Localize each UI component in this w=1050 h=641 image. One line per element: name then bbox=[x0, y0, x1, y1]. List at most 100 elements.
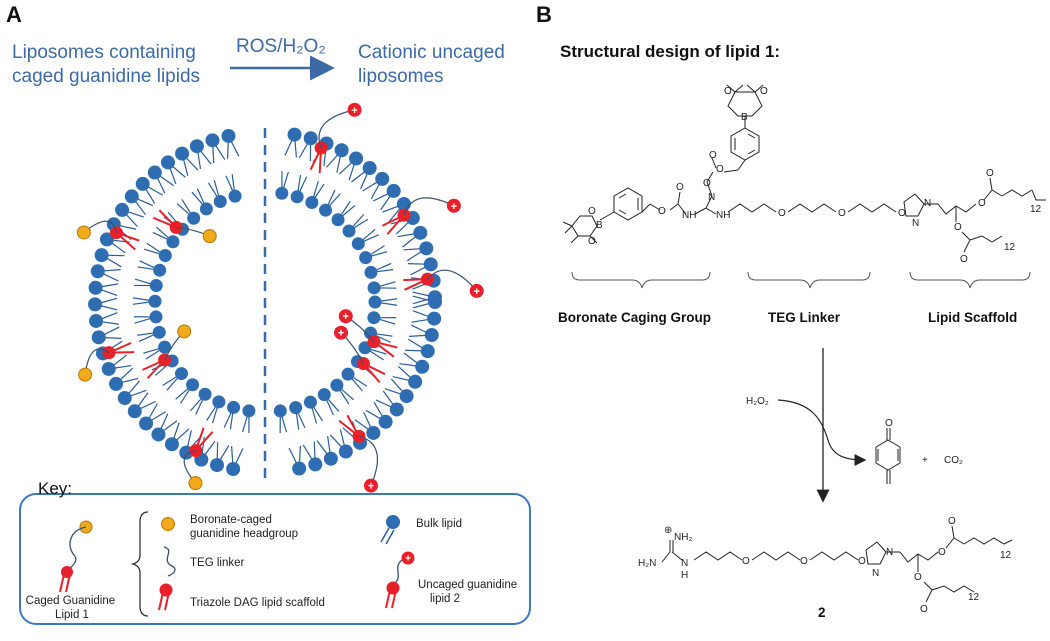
bulk-lipid-outer bbox=[151, 427, 165, 441]
bulk-lipid-outer bbox=[136, 177, 150, 191]
svg-text:B: B bbox=[596, 220, 603, 231]
bulk-lipid-inner bbox=[214, 195, 227, 208]
bulk-lipid-inner bbox=[330, 379, 343, 392]
bulk-lipid-outer bbox=[175, 147, 189, 161]
product-label-2: 2 bbox=[818, 605, 826, 620]
positive-charge: + bbox=[351, 105, 357, 117]
svg-text:O: O bbox=[986, 168, 994, 179]
bulk-lipid-outer bbox=[148, 166, 162, 180]
svg-text:O: O bbox=[760, 86, 768, 97]
bulk-lipid-outer bbox=[425, 328, 439, 342]
bulk-lipid-inner bbox=[212, 395, 225, 408]
label-teg-linker: TEG Linker bbox=[768, 310, 841, 325]
positive-charge: + bbox=[473, 286, 479, 298]
svg-text:N: N bbox=[924, 198, 931, 209]
bulk-lipid-inner bbox=[229, 190, 242, 203]
bulk-lipid-outer bbox=[118, 391, 132, 405]
bulk-lipid-inner bbox=[153, 326, 166, 339]
bulk-lipid-inner bbox=[200, 202, 213, 215]
bulk-lipid-inner bbox=[332, 213, 345, 226]
bulk-lipid-outer bbox=[379, 415, 393, 429]
bulk-lipid-inner bbox=[150, 310, 163, 323]
bulk-lipid-inner bbox=[368, 281, 381, 294]
bulk-lipid-inner bbox=[159, 249, 172, 262]
bulk-lipid-outer bbox=[139, 416, 153, 430]
key-linker-label: TEG linker bbox=[190, 557, 244, 569]
svg-text:O: O bbox=[709, 150, 717, 161]
bulk-lipid-inner bbox=[199, 388, 212, 401]
left-heading: Liposomes containing caged guanidine lip… bbox=[12, 42, 201, 87]
svg-text:O: O bbox=[703, 178, 711, 189]
svg-text:N: N bbox=[872, 568, 879, 579]
arrow-label: ROS/H₂O₂ bbox=[236, 36, 326, 57]
bulk-lipid-inner bbox=[319, 204, 332, 217]
bulk-lipid-outer bbox=[89, 314, 103, 328]
bulk-lipid-inner bbox=[150, 279, 163, 292]
bulk-lipid-outer bbox=[210, 458, 224, 472]
bulk-lipid-inner bbox=[289, 401, 302, 414]
bulk-lipid-inner bbox=[274, 404, 287, 417]
bulk-lipid-outer bbox=[95, 248, 109, 262]
bulk-lipid-outer bbox=[292, 462, 306, 476]
svg-text:O: O bbox=[948, 516, 956, 527]
bulk-lipid-outer bbox=[91, 264, 105, 278]
bulk-lipid-outer bbox=[304, 131, 318, 145]
bulk-lipid-outer bbox=[92, 330, 106, 344]
bulk-lipid-inner bbox=[304, 396, 317, 409]
bulk-lipid-inner bbox=[166, 235, 179, 248]
bulk-lipid-outer bbox=[125, 189, 139, 203]
bulk-lipid-outer bbox=[88, 297, 102, 311]
svg-text:N: N bbox=[681, 558, 688, 569]
svg-text:O: O bbox=[588, 236, 596, 247]
svg-text:O: O bbox=[938, 547, 946, 558]
bulk-lipid-outer bbox=[400, 389, 414, 403]
svg-text:O: O bbox=[954, 222, 962, 233]
svg-text:O: O bbox=[858, 556, 866, 567]
bulk-lipid-outer bbox=[89, 281, 103, 295]
bulk-lipid-inner bbox=[364, 266, 377, 279]
svg-text:O: O bbox=[676, 182, 684, 193]
svg-text:O: O bbox=[978, 198, 986, 209]
bulk-lipid-outer bbox=[109, 377, 123, 391]
bulk-lipid-inner bbox=[149, 295, 162, 308]
bulk-lipid-outer bbox=[428, 290, 442, 304]
caged-headgroup bbox=[77, 226, 90, 239]
svg-text:O: O bbox=[658, 206, 666, 217]
brace-teg bbox=[748, 272, 870, 288]
bulk-lipid-inner bbox=[291, 190, 304, 203]
svg-text:N: N bbox=[708, 192, 715, 203]
bulk-lipid-outer bbox=[226, 462, 240, 476]
svg-text:B: B bbox=[741, 112, 748, 123]
key-headgroup-icon bbox=[162, 518, 175, 531]
quinone-oxygen: O bbox=[885, 418, 893, 429]
bulk-lipid-outer bbox=[102, 362, 116, 376]
bulk-lipid-outer bbox=[413, 226, 427, 240]
positive-charge: + bbox=[338, 328, 344, 340]
liposome: ++++++ bbox=[77, 103, 483, 493]
bulk-lipid-inner bbox=[175, 367, 188, 380]
svg-text:O: O bbox=[742, 556, 750, 567]
svg-text:12: 12 bbox=[968, 592, 980, 603]
svg-text:O: O bbox=[588, 206, 596, 217]
bulk-lipid-outer bbox=[366, 426, 380, 440]
bulk-lipid-inner bbox=[275, 187, 288, 200]
bulk-lipid-outer bbox=[288, 128, 302, 142]
svg-text:H₂N: H₂N bbox=[638, 558, 656, 569]
positive-charge: + bbox=[368, 481, 374, 493]
caged-headgroup bbox=[178, 325, 191, 338]
key-title: Key: bbox=[38, 479, 72, 498]
svg-text:O: O bbox=[920, 604, 928, 615]
brace-scaffold bbox=[910, 272, 1030, 288]
bulk-lipid-outer bbox=[339, 445, 353, 459]
bulk-lipid-outer bbox=[128, 404, 142, 418]
caged-headgroup bbox=[189, 477, 202, 490]
svg-text:NH: NH bbox=[716, 210, 730, 221]
positive-charge: + bbox=[451, 201, 457, 213]
caged-headgroup bbox=[203, 230, 216, 243]
bulk-lipid-inner bbox=[242, 404, 255, 417]
svg-text:12: 12 bbox=[1030, 204, 1042, 215]
key-bulk-lipid-label: Bulk lipid bbox=[416, 518, 462, 530]
label-boronate-caging-group: Boronate Caging Group bbox=[558, 310, 711, 325]
svg-text:12: 12 bbox=[1004, 242, 1016, 253]
